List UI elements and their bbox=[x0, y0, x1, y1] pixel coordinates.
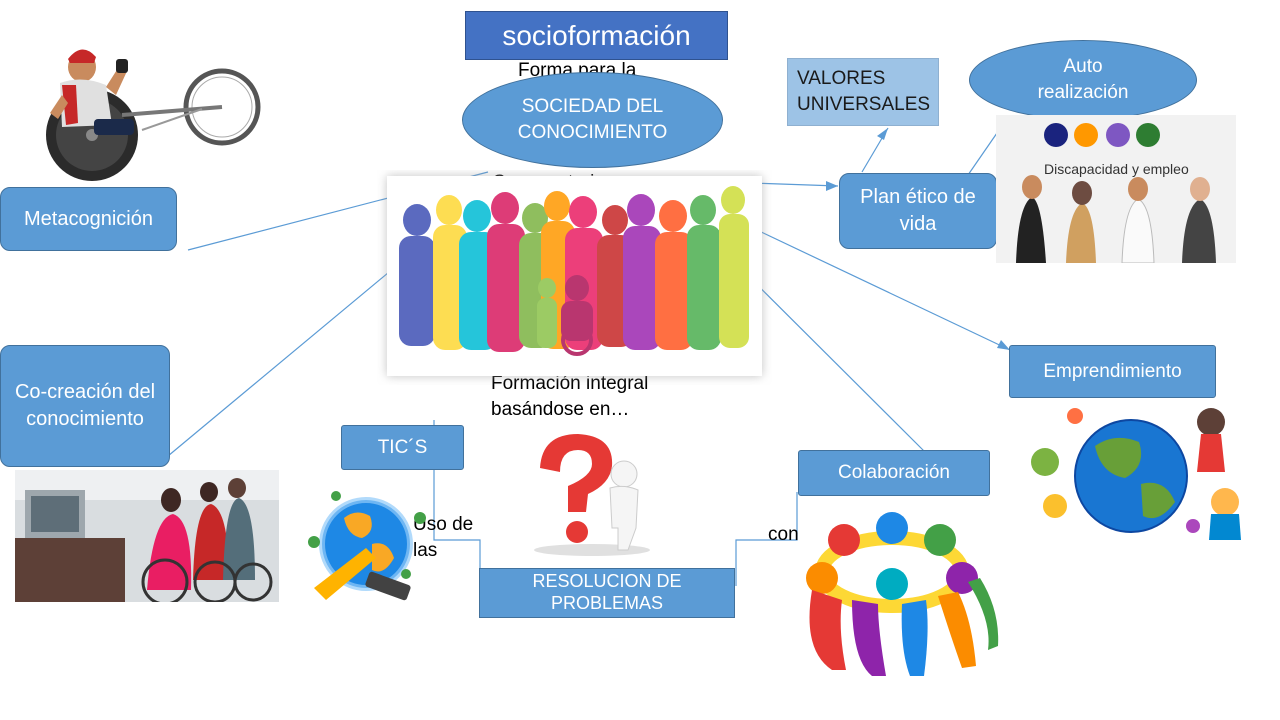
arrow-emprendimiento bbox=[997, 340, 1010, 350]
emprendimiento-text: Emprendimiento bbox=[1043, 360, 1182, 382]
cocreacion-text: Co-creación del conocimiento bbox=[14, 381, 156, 430]
plan-text: Plan ético de vida bbox=[860, 186, 976, 235]
colaboracion-text: Colaboración bbox=[838, 462, 950, 484]
formacion-label: Formación integral basándose en… bbox=[491, 373, 649, 420]
emprendimiento-box: Emprendimiento bbox=[1009, 345, 1216, 398]
wheelchair-athlete-image bbox=[46, 49, 261, 181]
question-mark-image bbox=[534, 434, 650, 556]
plan-box: Plan ético de vida bbox=[839, 173, 997, 249]
valores-text: VALORES UNIVERSALES bbox=[797, 68, 931, 115]
crowd-silhouettes-image bbox=[387, 176, 762, 376]
cocreacion-box: Co-creación del conocimiento bbox=[0, 345, 170, 467]
arrow-plan bbox=[826, 181, 838, 191]
auto-text: Auto realización bbox=[1037, 56, 1129, 103]
auto-ellipse: Auto realización bbox=[969, 40, 1197, 120]
tics-box: TIC´S bbox=[341, 425, 464, 470]
sociedad-ellipse: SOCIEDAD DEL CONOCIMIENTO bbox=[462, 72, 723, 168]
metacognicion-text: Metacognición bbox=[24, 207, 153, 230]
discapacidad-caption: Discapacidad y empleo bbox=[1044, 161, 1189, 177]
colaboracion-box: Colaboración bbox=[798, 450, 990, 496]
metacognicion-box: Metacognición bbox=[0, 187, 177, 251]
arrow-valores bbox=[877, 128, 888, 140]
line-resolucion-colaboracion bbox=[735, 492, 798, 586]
line-tics-resolucion bbox=[433, 470, 481, 575]
line-auto bbox=[967, 132, 998, 176]
con-label: con bbox=[768, 524, 799, 545]
uso-label: Uso de las bbox=[413, 514, 474, 561]
discapacidad-icons bbox=[1016, 123, 1216, 263]
colaboracion-people-image bbox=[806, 512, 999, 676]
discapacidad-empleo-image: Discapacidad y empleo bbox=[996, 115, 1236, 263]
tics-text: TIC´S bbox=[377, 436, 428, 458]
emprendimiento-globe-image bbox=[1031, 408, 1241, 540]
title-box: socioformación bbox=[465, 11, 728, 60]
sociedad-text: SOCIEDAD DEL CONOCIMIENTO bbox=[517, 96, 668, 143]
valores-box: VALORES UNIVERSALES bbox=[787, 58, 939, 126]
resolucion-box: RESOLUCION DE PROBLEMAS bbox=[479, 568, 735, 618]
globe-usb-image bbox=[308, 491, 426, 601]
computer-lab-image bbox=[15, 470, 279, 602]
title-text: socioformación bbox=[502, 19, 691, 51]
resolucion-text: RESOLUCION DE PROBLEMAS bbox=[532, 571, 682, 613]
